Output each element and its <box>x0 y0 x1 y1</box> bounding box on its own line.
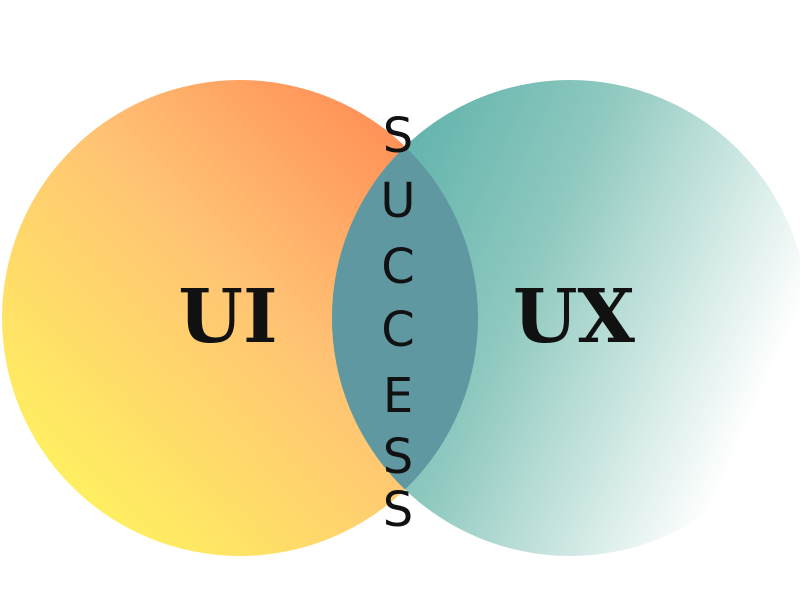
ui-circle <box>2 80 478 556</box>
center-letter: C <box>381 302 415 358</box>
center-letter: E <box>383 368 413 424</box>
ux-circle <box>332 80 800 556</box>
center-letter: S <box>383 429 413 485</box>
ui-label: UI <box>178 274 277 360</box>
center-word-success: S U C C E S S <box>380 108 415 538</box>
center-letter: S <box>383 482 413 538</box>
center-letter: S <box>383 108 413 164</box>
center-letter: C <box>381 239 415 295</box>
ux-label: UX <box>513 274 636 360</box>
center-letter: U <box>380 173 415 229</box>
